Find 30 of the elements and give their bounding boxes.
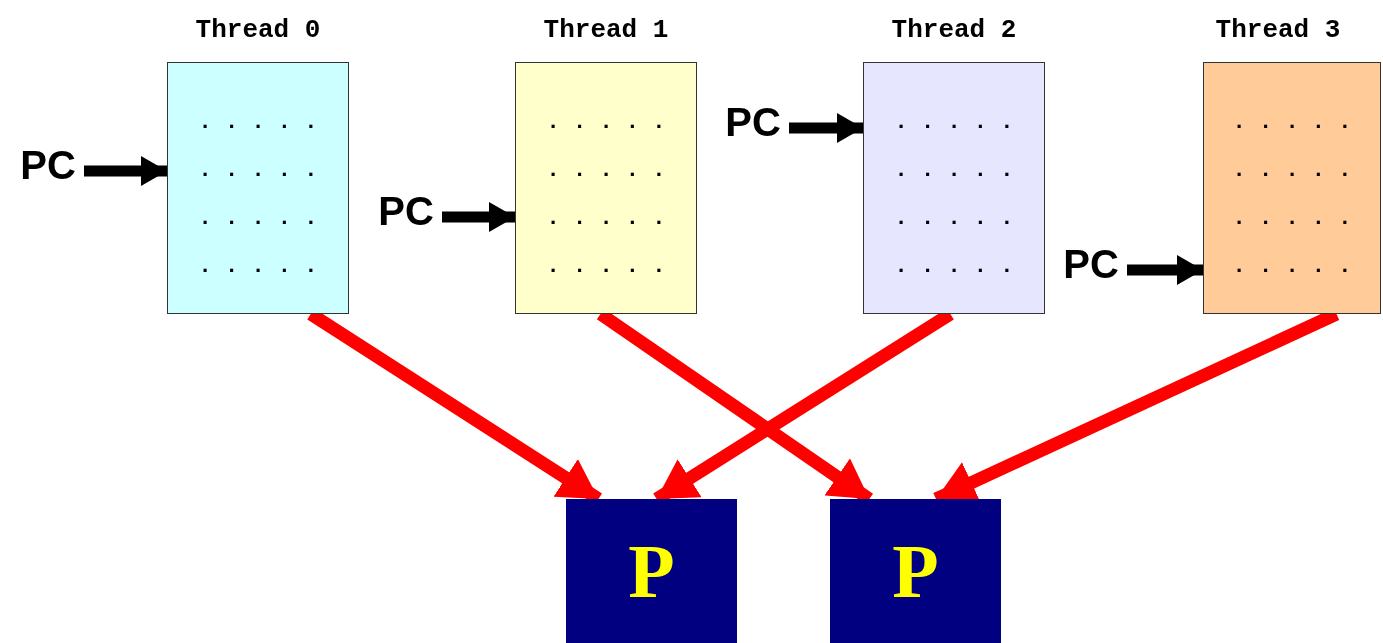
program-counter-label: PC bbox=[12, 143, 84, 187]
code-dots: . . . . . bbox=[545, 161, 667, 181]
code-dots: . . . . . bbox=[545, 257, 667, 277]
code-dots: . . . . . bbox=[1231, 257, 1353, 277]
processor-box: P bbox=[830, 499, 1001, 643]
code-dots: . . . . . bbox=[545, 113, 667, 133]
code-dots: . . . . . bbox=[1231, 113, 1353, 133]
code-dots: . . . . . bbox=[197, 113, 319, 133]
arrow bbox=[789, 113, 863, 143]
program-counter-label: PC bbox=[717, 100, 789, 144]
code-dots: . . . . . bbox=[893, 113, 1015, 133]
code-dots: . . . . . bbox=[545, 209, 667, 229]
thread-heading: Thread 2 bbox=[890, 15, 1018, 45]
arrow bbox=[442, 202, 515, 232]
code-dots: . . . . . bbox=[1231, 209, 1353, 229]
code-dots: . . . . . bbox=[893, 209, 1015, 229]
program-counter-label: PC bbox=[370, 189, 442, 233]
code-dots: . . . . . bbox=[197, 209, 319, 229]
arrow bbox=[84, 156, 167, 186]
arrow bbox=[1127, 255, 1203, 285]
code-dots: . . . . . bbox=[197, 161, 319, 181]
code-dots: . . . . . bbox=[1231, 161, 1353, 181]
code-dots: . . . . . bbox=[893, 257, 1015, 277]
thread-heading: Thread 0 bbox=[194, 15, 322, 45]
code-dots: . . . . . bbox=[893, 161, 1015, 181]
code-dots: . . . . . bbox=[197, 257, 319, 277]
thread-heading: Thread 1 bbox=[542, 15, 670, 45]
program-counter-label: PC bbox=[1055, 242, 1127, 286]
processor-box: P bbox=[566, 499, 737, 643]
thread-heading: Thread 3 bbox=[1214, 15, 1342, 45]
